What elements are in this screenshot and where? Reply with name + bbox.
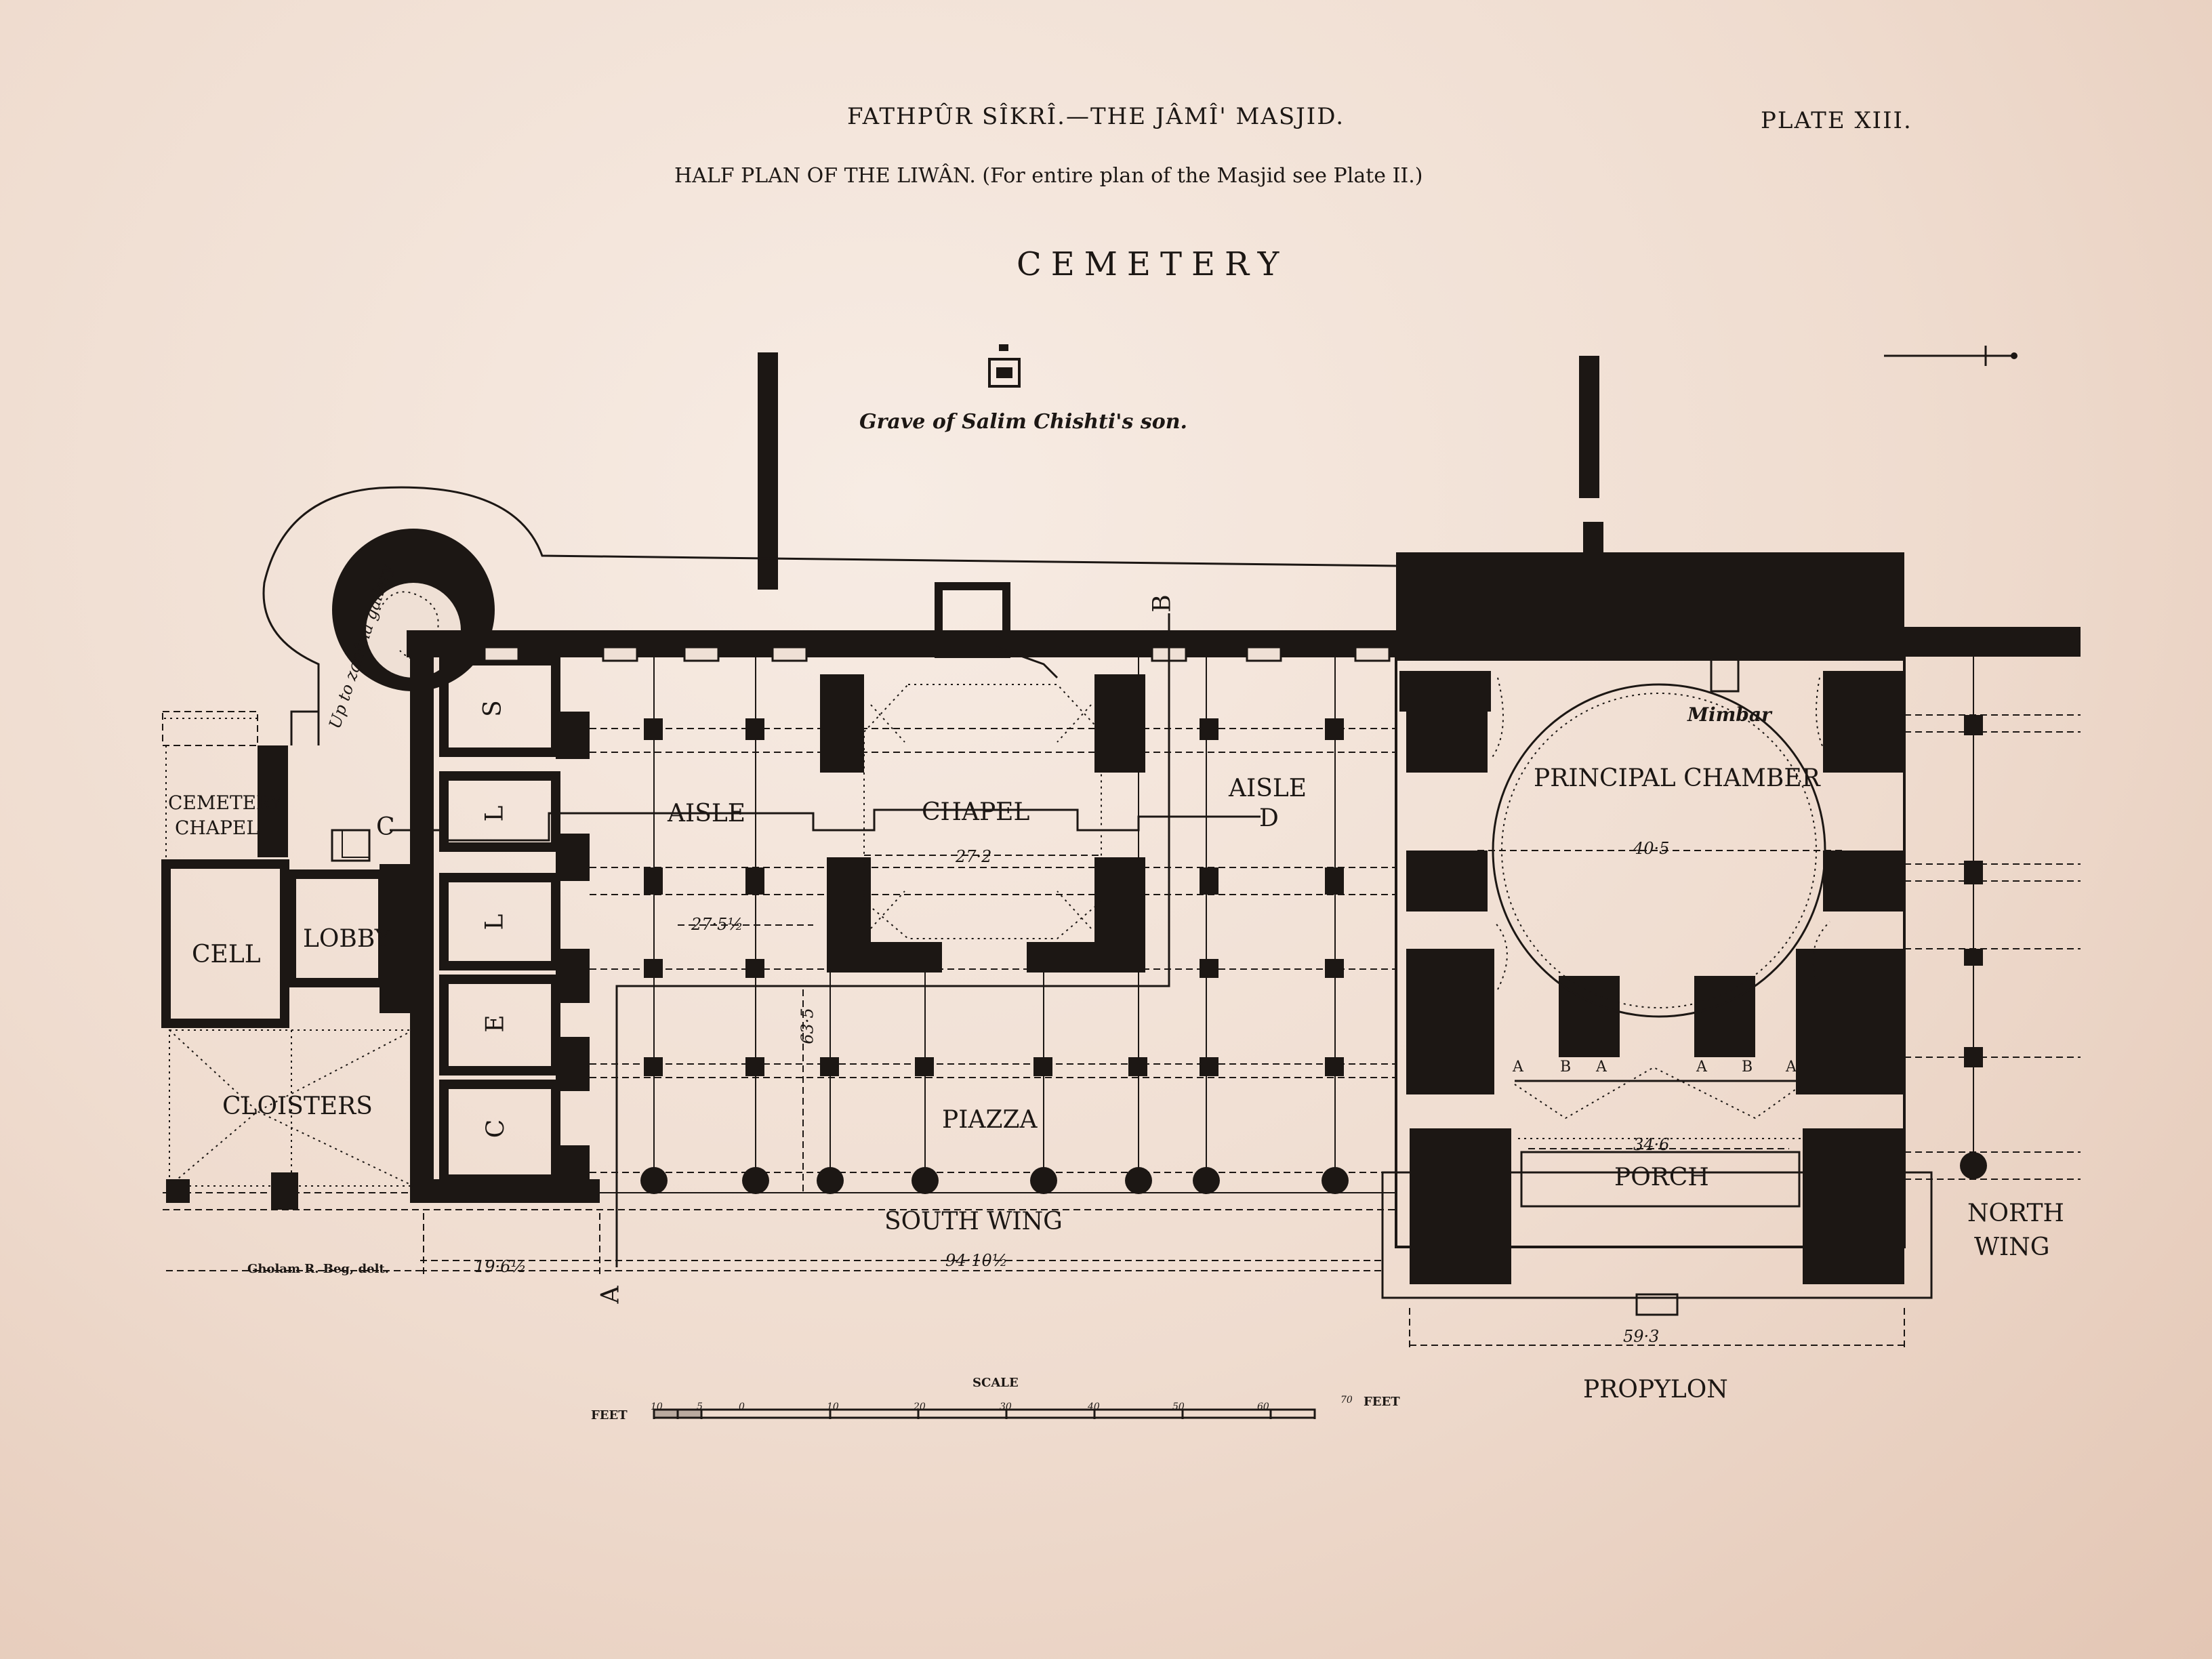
scale-title: SCALE (972, 1376, 1019, 1390)
scale-tick-label: 70 (1340, 1395, 1353, 1406)
room-label-porch: PORCH (1614, 1164, 1709, 1191)
cell-letter: C (482, 1119, 510, 1139)
room-label-south-wing: SOUTH WING (884, 1208, 1063, 1235)
room-label-cemetery-chapel-line2: CHAPEL (175, 817, 259, 839)
room-label-aisle-left: AISLE (668, 800, 746, 827)
porch-mark: A (1696, 1059, 1707, 1076)
scale-tick-label: 50 (1172, 1401, 1185, 1412)
scale-tick-label: 20 (914, 1401, 926, 1412)
dimension-chamber-width: 40·5 (1633, 839, 1670, 858)
delineator-credit: Gholam R. Beg, delt. (247, 1262, 390, 1276)
plate-title: FATHPÛR SÎKRÎ.—THE JÂMÎ' MASJID. (847, 103, 1345, 130)
room-label-lobby: LOBBY (303, 925, 391, 953)
north-arrow-icon (1884, 346, 2018, 366)
scale-unit-left: FEET (591, 1408, 628, 1422)
dimension-south-wing-span: 19·6½ (474, 1257, 527, 1276)
scale-tick-label: 0 (739, 1401, 745, 1412)
scale-tick-label: 60 (1257, 1401, 1269, 1412)
grave-icon (988, 344, 1021, 388)
scale-tick-label: 5 (697, 1401, 703, 1412)
cell-letter: E (481, 1015, 510, 1033)
porch-mark: A (1596, 1059, 1607, 1076)
scale-bar (653, 1408, 1316, 1419)
cell-letter: L (480, 805, 509, 822)
section-mark-c: C (376, 813, 395, 841)
scale-tick-label: 10 (651, 1401, 663, 1412)
scale-tick-label: 30 (1000, 1401, 1012, 1412)
porch-mark: A (1786, 1059, 1797, 1076)
room-label-cemetery-chapel-line1: CEMETERY (168, 792, 283, 814)
plate-number: PLATE XIII. (1761, 107, 1912, 134)
porch-mark: B (1560, 1059, 1572, 1076)
dimension-chapel-width: 27·2 (956, 847, 992, 866)
room-label-north-wing-line1: NORTH (1967, 1200, 2064, 1227)
scale-unit-right: FEET (1364, 1395, 1400, 1409)
room-label-principal-chamber: PRINCIPAL CHAMBER (1534, 764, 1820, 792)
room-label-piazza: PIAZZA (942, 1106, 1038, 1134)
room-label-cell: CELL (192, 941, 261, 968)
section-mark-d: D (1259, 804, 1279, 832)
cell-letter: S (478, 700, 507, 717)
room-label-aisle-right: AISLE (1229, 775, 1307, 802)
dimension-propylon-width: 59·3 (1623, 1327, 1660, 1346)
scale-tick-label: 10 (827, 1401, 839, 1412)
mimbar-label: Mimbar (1687, 703, 1771, 726)
grave-label: Grave of Salim Chishti's son. (859, 410, 1187, 434)
room-label-north-wing-line2: WING (1974, 1233, 2050, 1261)
cemetery-heading: CEMETERY (1017, 245, 1289, 283)
porch-mark: B (1742, 1059, 1753, 1076)
porch-mark: A (1513, 1059, 1523, 1076)
section-mark-a: A (596, 1286, 625, 1304)
scale-tick-label: 40 (1088, 1401, 1100, 1412)
plate-subtitle: HALF PLAN OF THE LIWÂN. (For entire plan… (674, 164, 1423, 188)
dimension-aisle-depth: 27·5½ (691, 915, 743, 934)
cell-letter: L (480, 914, 509, 930)
dimension-liwan-span: 94·10½ (945, 1251, 1008, 1270)
dimension-porch-width: 34·6 (1633, 1135, 1670, 1154)
section-mark-b: B (1148, 594, 1176, 613)
room-label-cloisters: CLOISTERS (222, 1092, 373, 1120)
dimension-piazza-depth: 63·5 (798, 1008, 817, 1044)
room-label-propylon: PROPYLON (1583, 1376, 1728, 1404)
room-label-chapel: CHAPEL (922, 798, 1030, 826)
